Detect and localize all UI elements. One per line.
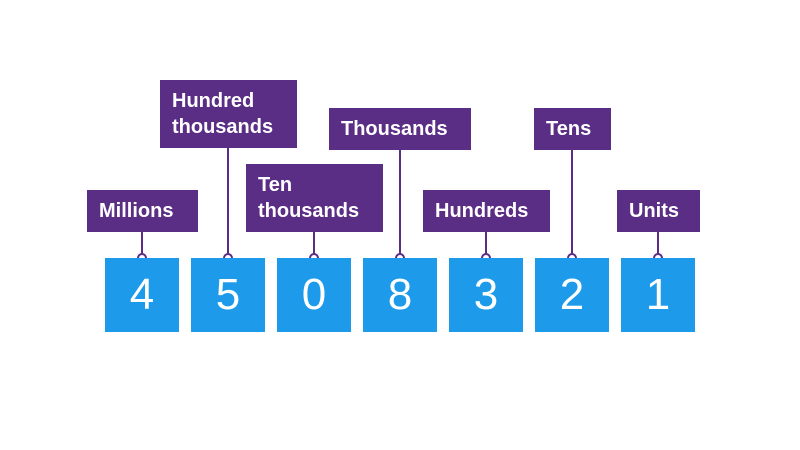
label-units-text: Units (629, 200, 679, 222)
label-hundreds-text: Hundreds (435, 200, 529, 222)
digit-box-thousands: 8 (363, 258, 437, 332)
digit-box-units: 1 (621, 258, 695, 332)
label-thousands: Thousands (329, 108, 471, 150)
label-ten-thousands-line2: thousands (258, 200, 360, 222)
label-tens: Tens (534, 108, 611, 150)
label-thousands-text: Thousands (341, 118, 448, 140)
label-hundred-thousands-line2: thousands (172, 116, 274, 138)
digit-box-hundreds: 3 (449, 258, 523, 332)
label-hundreds: Hundreds (423, 190, 550, 232)
label-units: Units (617, 190, 700, 232)
digit-box-hundred-thousands: 5 (191, 258, 265, 332)
label-hundred-thousands-line1: Hundred (172, 90, 255, 112)
digit-box-millions: 4 (105, 258, 179, 332)
label-ten-thousands: Ten thousands (246, 164, 383, 232)
digit-box-ten-thousands: 0 (277, 258, 351, 332)
label-millions: Millions (87, 190, 198, 232)
digit-box-tens: 2 (535, 258, 609, 332)
label-ten-thousands-line1: Ten (258, 174, 293, 196)
label-millions-text: Millions (99, 200, 174, 222)
label-tens-text: Tens (546, 118, 592, 140)
label-hundred-thousands: Hundred thousands (160, 80, 297, 148)
